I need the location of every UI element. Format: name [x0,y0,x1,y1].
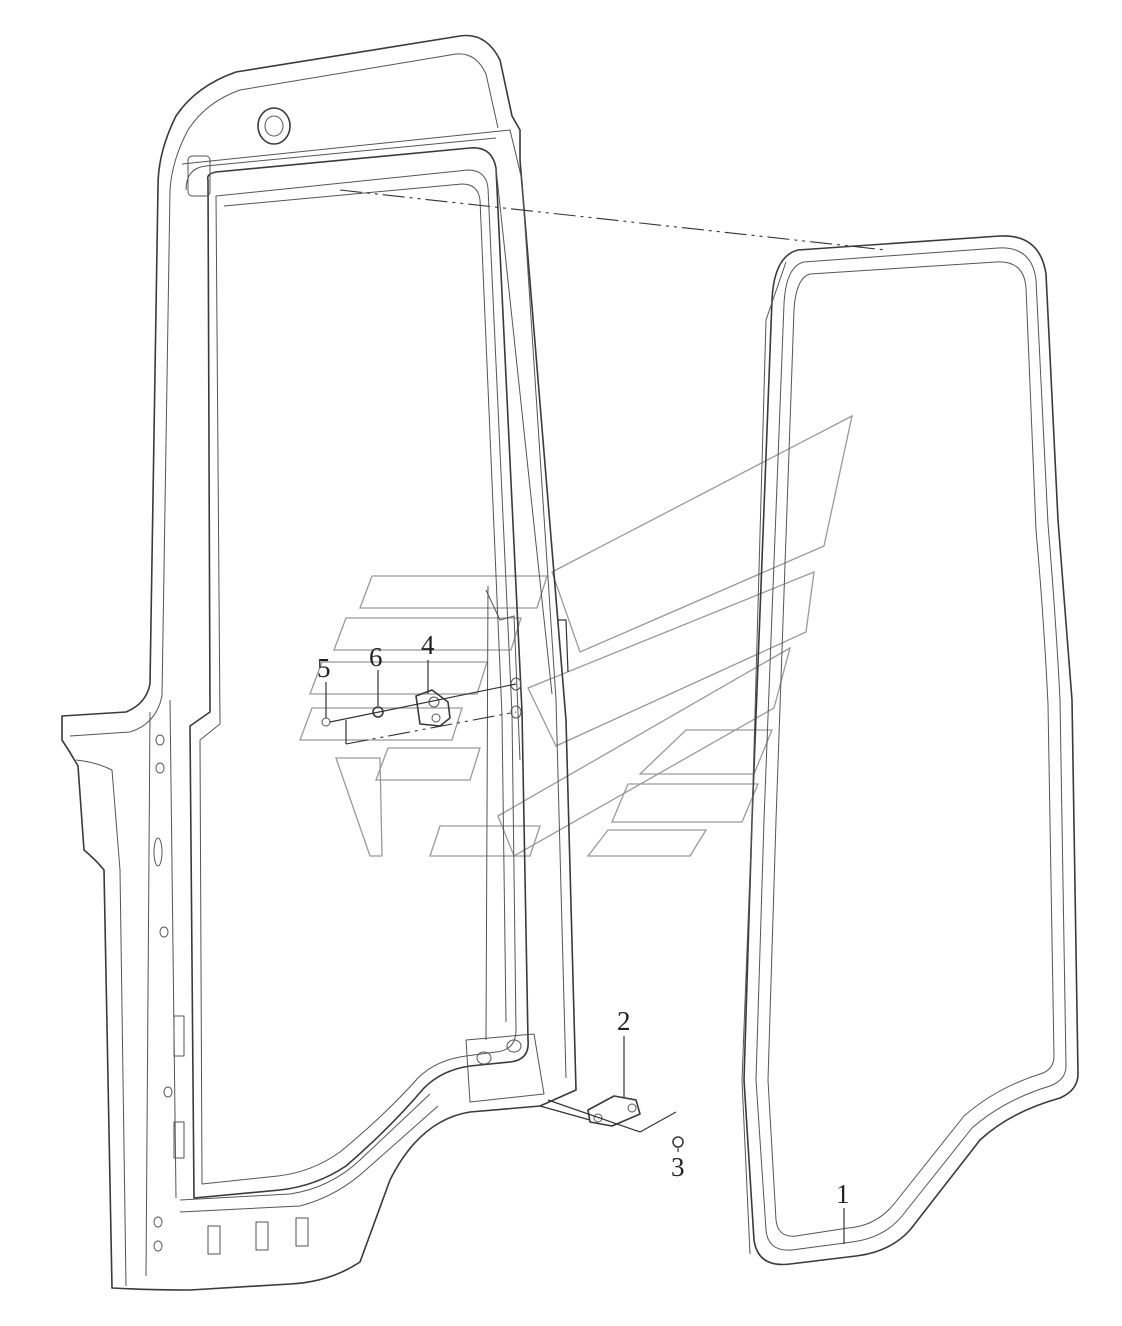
callout-2: 2 [617,1006,631,1036]
callout-6: 6 [369,642,383,672]
lower-hinge-group [587,1095,684,1148]
callout-3: 3 [671,1152,685,1182]
door-seal [741,235,1079,1266]
upper-hinge-group [321,677,522,727]
door-frame [61,34,577,1291]
callout-1: 1 [836,1179,850,1209]
callout-4: 4 [421,630,435,660]
watermark-logo [299,414,853,857]
assembly-lines [329,189,887,1133]
callout-leaders [325,660,845,1244]
callout-5: 5 [317,653,331,683]
